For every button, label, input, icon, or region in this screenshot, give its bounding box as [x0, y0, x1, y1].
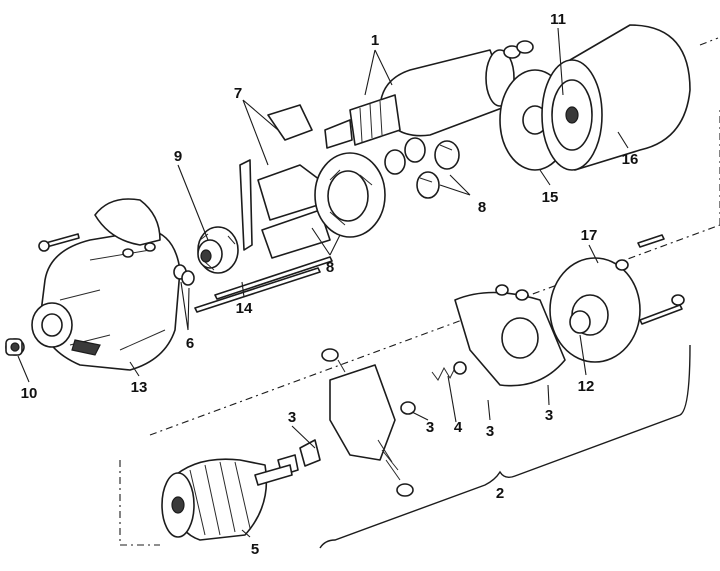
callout-6: 6: [186, 335, 194, 352]
planetary-gears: [384, 137, 460, 199]
pinion-drive: [197, 226, 239, 274]
callout-9: 9: [174, 148, 182, 165]
drive-end-housing: [31, 198, 181, 371]
callout-14: 14: [236, 300, 253, 317]
callout-8-lower: 8: [326, 259, 334, 276]
callout-3-right: 3: [486, 423, 494, 440]
brush-holder: [277, 348, 416, 497]
callout-3-left: 3: [288, 409, 296, 426]
through-bolts: [194, 256, 333, 313]
brush-plate: [454, 284, 566, 387]
group-brace: [319, 344, 691, 549]
callout-11: 11: [550, 11, 566, 28]
brush-spring: [431, 361, 467, 381]
callout-3-mid: 3: [426, 419, 434, 436]
engagement-lever: [239, 104, 321, 251]
end-bracket: [549, 234, 685, 363]
assembly-axis-upper: [119, 37, 719, 546]
armature: [161, 458, 293, 541]
washers: [173, 264, 195, 286]
callout-12: 12: [578, 378, 595, 395]
callout-labels: 1 11 7 9 8 8 15 16 17 14 6 10 13 12 3 3 …: [21, 11, 639, 558]
callout-13: 13: [131, 379, 148, 396]
callout-17: 17: [581, 227, 598, 244]
callout-10: 10: [21, 385, 38, 402]
callout-15: 15: [542, 189, 559, 206]
callout-3-far: 3: [545, 407, 553, 424]
yoke: [541, 24, 691, 171]
callout-16: 16: [622, 151, 639, 168]
callout-5: 5: [251, 541, 259, 558]
callout-2: 2: [496, 485, 504, 502]
callout-8-upper: 8: [478, 199, 486, 216]
callout-4: 4: [454, 419, 463, 436]
drive-shaft: [261, 152, 386, 259]
leader-lines: [17, 27, 629, 538]
callout-1: 1: [371, 32, 379, 49]
callout-7: 7: [234, 85, 242, 102]
bush-part: [5, 338, 25, 356]
housing-bolt: [38, 233, 156, 258]
